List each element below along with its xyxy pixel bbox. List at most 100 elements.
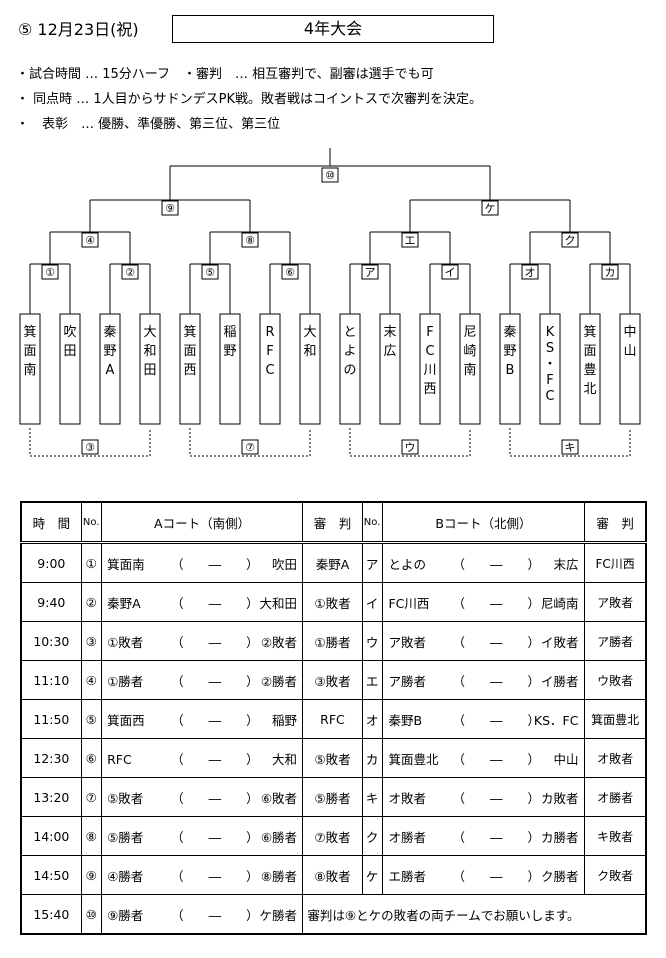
schedule-final-row: 15:40 ⑩ ⑨勝者（ ― ）ケ勝者 審判は⑨とケの敗者の両チームでお願いしま…	[20, 894, 647, 935]
team-name-char: ・	[543, 357, 556, 372]
consolation-match-label: キ	[565, 441, 576, 454]
referee-a: ③敗者	[302, 660, 363, 700]
a-away-team: ⑥敗者	[260, 790, 298, 806]
round1-match-label: ア	[365, 266, 376, 279]
team-box	[299, 313, 321, 425]
a-home-team: ⑤勝者	[107, 829, 144, 845]
team-name-char: 大	[143, 325, 156, 340]
b-home-team: 秦野B	[388, 712, 423, 728]
b-away-team: KS．FC	[533, 712, 579, 728]
team-name-char: 大	[303, 325, 316, 340]
match-no-b: ケ	[361, 855, 383, 895]
match-no-b: キ	[361, 777, 383, 817]
consolation-bracket	[349, 428, 471, 457]
team-name-char: の	[343, 363, 356, 378]
match-b: FC川西（ ― ）尼崎南	[381, 582, 586, 622]
referee-b: ウ敗者	[584, 660, 647, 700]
note-awards: ・ 表彰 … 優勝、準優勝、第三位、第三位	[16, 117, 281, 132]
match-a: 秦野A（ ― ）大和田	[100, 582, 304, 622]
a-home-team: 箕面西	[107, 712, 145, 728]
team-box	[219, 313, 241, 425]
team-box	[619, 313, 641, 425]
round1-match-label: ⑤	[205, 266, 215, 279]
match-no-a: ⑥	[80, 738, 102, 778]
team-box	[539, 313, 561, 425]
b-away-team: ク勝者	[540, 868, 579, 884]
b-score: （ ― ）	[452, 829, 540, 845]
a-home-team: RFC	[107, 751, 132, 767]
semi-match-label: ケ	[485, 202, 496, 215]
team-box	[339, 313, 361, 425]
b-score: （ ― ）	[452, 673, 540, 689]
team-name-char: よ	[343, 344, 356, 359]
a-away-team: 大和	[272, 751, 298, 767]
team-name-char: R	[265, 325, 274, 340]
team-name-char: 秦	[503, 325, 516, 340]
match-time: 11:10	[20, 660, 82, 700]
header-court-a: Aコート（南側）	[100, 501, 304, 544]
note-tiebreak: ・ 同点時 … 1人目からサドンデスPK戦。敗者戦はコイントスで次審判を決定。	[16, 92, 483, 107]
team-name-char: 山	[623, 344, 636, 359]
match-no-b: ク	[361, 816, 383, 856]
b-away-team: カ勝者	[540, 829, 579, 845]
team-name-char: 川	[423, 363, 436, 378]
match-no-a: ⑨	[80, 855, 102, 895]
quarter-match-label: ク	[565, 234, 576, 247]
team-name-char: 田	[63, 344, 76, 359]
referee-a: ⑦敗者	[302, 816, 363, 856]
team-name-char: 面	[583, 344, 596, 359]
match-a: ①敗者（ ― ）②敗者	[100, 621, 304, 661]
referee-b: ア勝者	[584, 621, 647, 661]
team-box	[419, 313, 441, 425]
team-box	[259, 313, 281, 425]
team-name-char: と	[343, 325, 356, 340]
b-away-team: 尼崎南	[540, 595, 579, 611]
match-no-a: ⑧	[80, 816, 102, 856]
a-away-team: ②勝者	[260, 673, 298, 689]
consolation-match-label: ⑦	[245, 441, 255, 454]
team-name-char: 西	[183, 363, 196, 378]
match-no-b: ウ	[361, 621, 383, 661]
consolation-match-label: ウ	[405, 441, 416, 454]
a-away-team: ②敗者	[260, 634, 298, 650]
team-name-char: 吹	[63, 325, 76, 340]
team-name-char: 末	[383, 325, 396, 340]
team-name-char: A	[106, 363, 115, 378]
final-time: 15:40	[20, 894, 82, 935]
a-score: （ ― ）	[171, 673, 259, 689]
team-name-char: F	[426, 325, 433, 340]
referee-b: FC川西	[584, 542, 647, 583]
team-box	[19, 313, 41, 425]
a-score: （ ― ）	[171, 634, 259, 650]
team-name-char: F	[546, 373, 553, 388]
final-home: ⑨勝者	[107, 907, 144, 923]
team-name-char: 西	[423, 382, 436, 397]
team-name-char: 崎	[463, 344, 476, 359]
team-name-char: S	[546, 341, 554, 356]
match-time: 12:30	[20, 738, 82, 778]
referee-a: ⑤敗者	[302, 738, 363, 778]
match-b: ア敗者（ ― ）イ敗者	[381, 621, 586, 661]
team-box	[59, 313, 81, 425]
b-home-team: ア勝者	[388, 673, 426, 689]
match-b: エ勝者（ ― ）ク勝者	[381, 855, 586, 895]
final-score: （ ― ）	[171, 907, 259, 923]
header-ref-a: 審 判	[302, 501, 363, 544]
team-name-char: 箕	[183, 324, 196, 340]
header-ref-b: 審 判	[584, 501, 647, 544]
match-no-b: ア	[361, 542, 383, 583]
semi-match-label: ⑨	[165, 202, 175, 215]
header-time: 時 間	[20, 501, 82, 544]
match-no-b: エ	[361, 660, 383, 700]
schedule-table: 時 間 No. Aコート（南側） 審 判 No. Bコート（北側） 審 判 9:…	[20, 501, 647, 935]
match-no-a: ③	[80, 621, 102, 661]
match-no-b: カ	[361, 738, 383, 778]
team-box	[179, 313, 201, 425]
team-name-char: C	[545, 389, 554, 404]
b-home-team: とよの	[388, 556, 426, 572]
b-score: （ ― ）	[452, 595, 540, 611]
